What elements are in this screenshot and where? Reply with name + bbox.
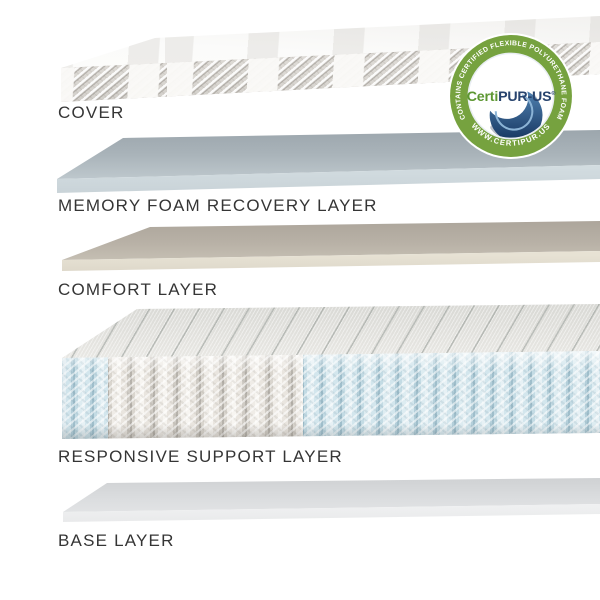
label-comfort: COMFORT LAYER (58, 280, 219, 299)
coil-section-white (108, 351, 303, 439)
support-front-face (62, 351, 600, 439)
certipur-swoosh-icon (489, 91, 543, 138)
coil-section-blue-right (303, 351, 600, 439)
comfort-top-surface (62, 221, 600, 260)
comfort-layer-graphic (55, 218, 600, 280)
label-base: BASE LAYER (58, 531, 175, 550)
label-support: RESPONSIVE SUPPORT LAYER (58, 447, 343, 466)
label-memory-foam: MEMORY FOAM RECOVERY LAYER (58, 196, 378, 215)
swoosh-lightblue-arc (494, 94, 534, 131)
support-layer-graphic (55, 302, 600, 442)
coil-section-blue-left (62, 351, 108, 439)
certipur-us-badge: CertiPUR-US® CONTAINS CERTIFIED FLEXIBLE… (447, 32, 575, 160)
label-cover: COVER (58, 103, 125, 122)
swoosh-blue-crescent (489, 91, 543, 138)
base-layer-graphic (55, 474, 600, 529)
badge-wordmark: CertiPUR-US® (467, 89, 557, 105)
support-top-surface (62, 304, 600, 358)
certipur-us-seal: CertiPUR-US® CONTAINS CERTIFIED FLEXIBLE… (448, 33, 574, 159)
